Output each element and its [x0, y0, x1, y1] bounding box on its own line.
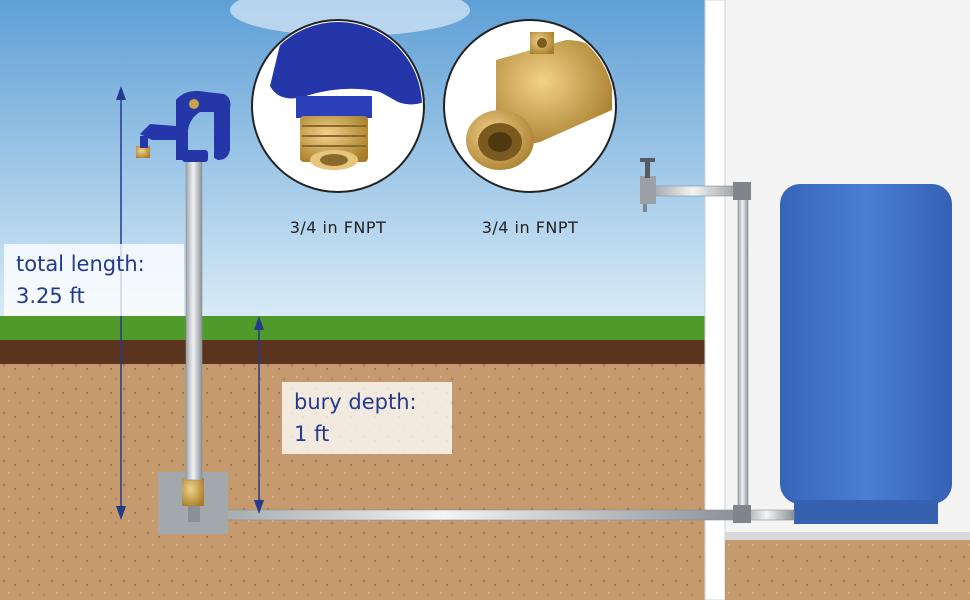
inset-left-caption: 3/4 in FNPT — [289, 218, 387, 237]
bury-depth-label: bury depth: 1 ft — [282, 382, 452, 454]
building-wall — [704, 0, 726, 600]
hydrant-standpipe — [185, 159, 203, 481]
tee-fitting — [733, 505, 751, 523]
brass-fitting-lower — [182, 478, 204, 506]
soil-under-building — [725, 540, 970, 600]
bury-depth-label-line1: bury depth: — [294, 390, 417, 414]
inset-right-caption: 3/4 in FNPT — [481, 218, 579, 237]
inset-brass-valve — [443, 19, 617, 193]
total-length-label-line2: 3.25 ft — [16, 284, 85, 308]
riser-pipe-vertical — [737, 194, 749, 516]
total-length-label: total length: 3.25 ft — [4, 244, 184, 316]
pressure-tank — [780, 184, 952, 504]
grass — [0, 316, 705, 340]
bury-depth-arrow — [254, 316, 264, 514]
inset-hydrant-inlet — [251, 19, 425, 193]
tank-feed-pipe — [743, 509, 795, 521]
drain-stub — [188, 506, 200, 522]
topsoil — [0, 340, 705, 364]
hydrant-head-icon — [136, 91, 231, 162]
top-pipe — [649, 185, 746, 197]
floor-line — [725, 532, 970, 540]
underground-pipe — [199, 509, 741, 521]
elbow-fitting — [733, 182, 751, 200]
wall-valve-icon — [640, 158, 656, 212]
total-length-label-line1: total length: — [16, 252, 145, 276]
tank-base — [794, 500, 938, 524]
bury-depth-label-line2: 1 ft — [294, 422, 330, 446]
cloud — [230, 0, 470, 36]
